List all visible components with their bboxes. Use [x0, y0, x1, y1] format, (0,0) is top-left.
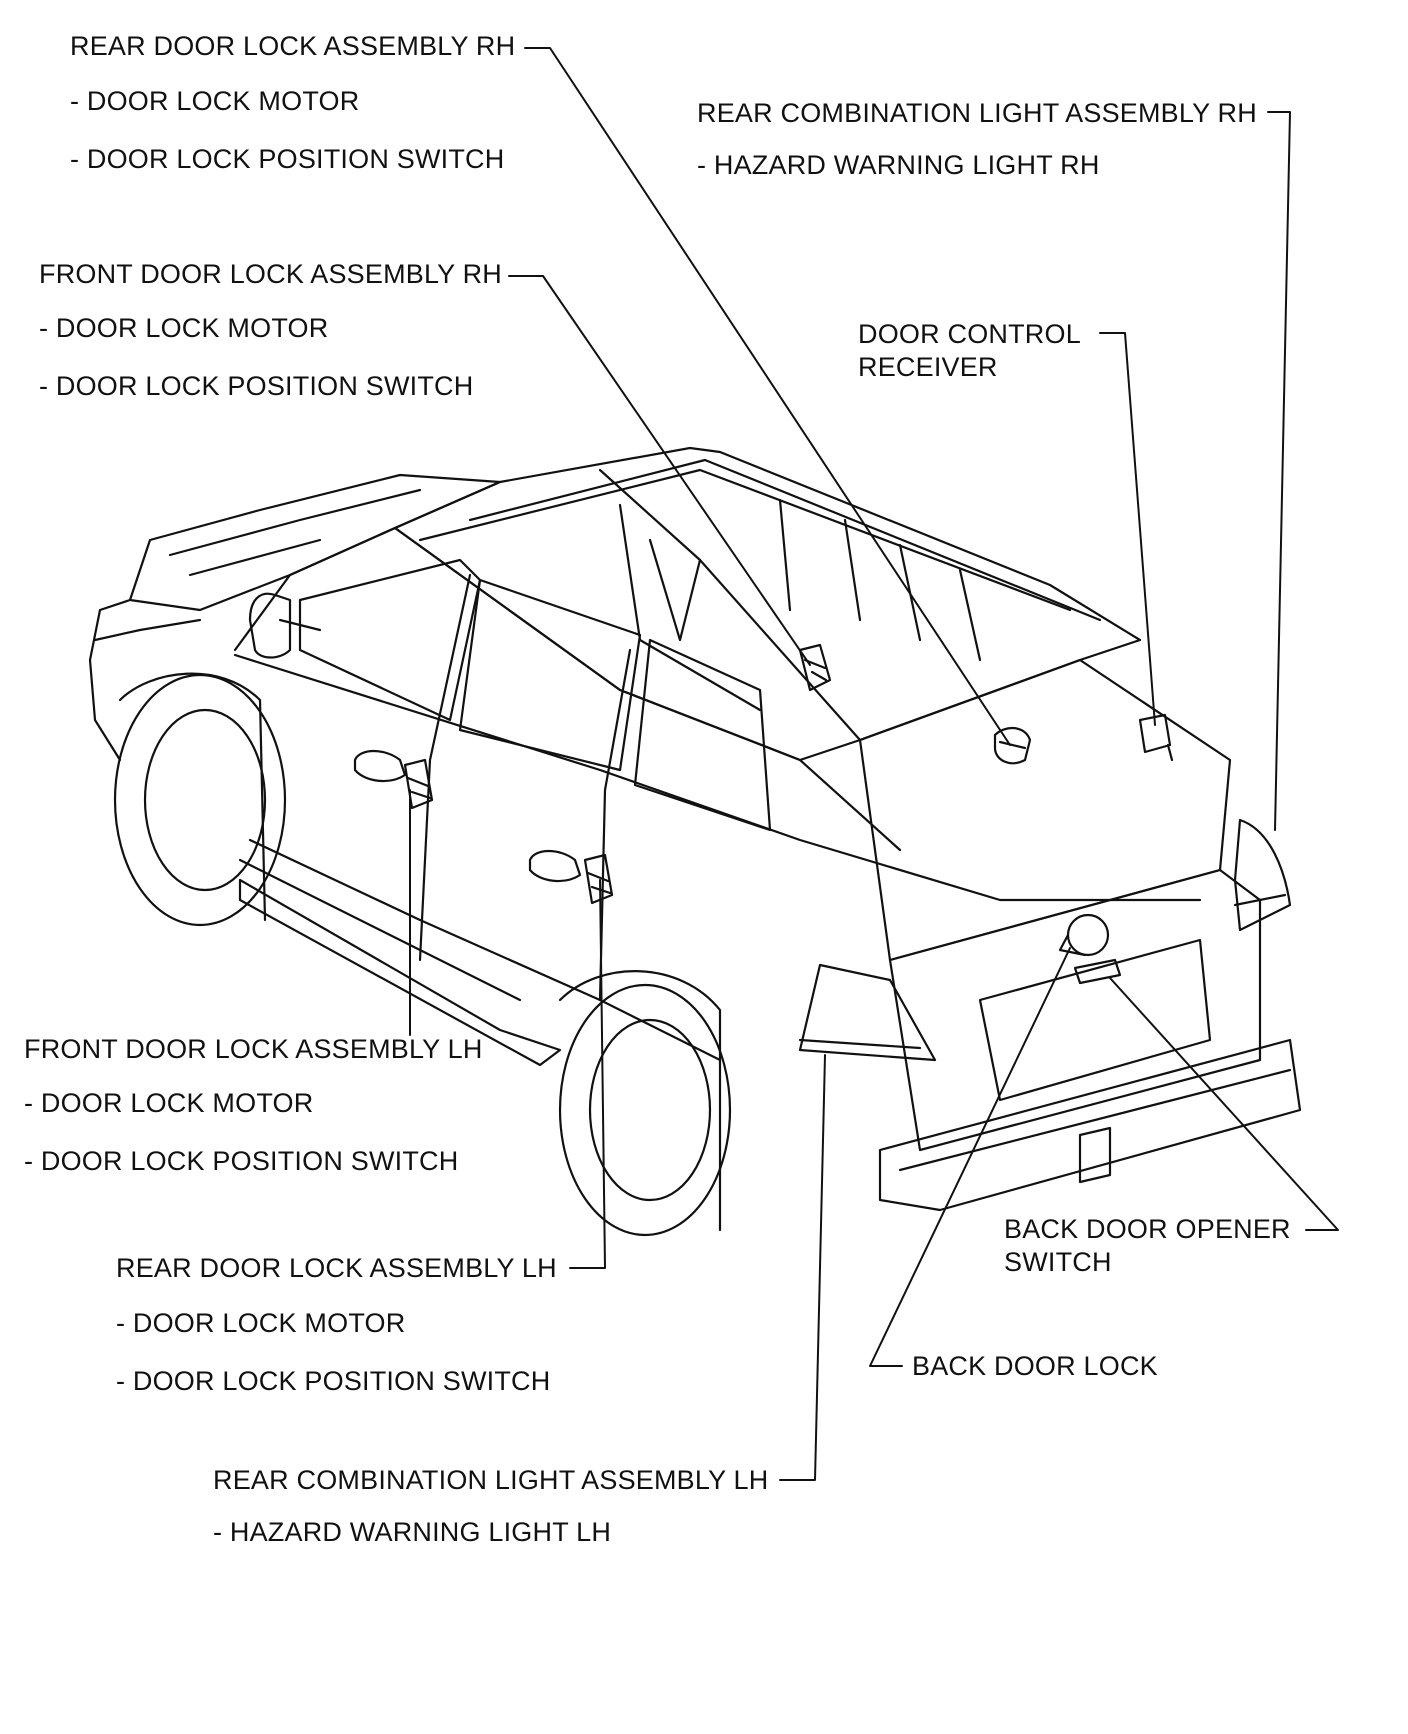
license-plate-recess — [978, 938, 1212, 1102]
leader-front-door-rh — [508, 275, 811, 666]
front-door-window — [298, 558, 482, 722]
back-door-opener-line1: BACK DOOR OPENER — [1004, 1214, 1291, 1244]
rear-door-window — [458, 578, 642, 772]
roof-rail-left — [418, 468, 1072, 612]
body-side-upper — [233, 526, 902, 852]
door-control-receiver-line1: DOOR CONTROL — [858, 319, 1081, 349]
rear-bumper — [878, 1038, 1302, 1212]
leader-rear-door-rh — [524, 47, 1011, 746]
leader-rear-combo-rh — [1267, 111, 1291, 831]
rear-combo-lh-title: REAR COMBINATION LIGHT ASSEMBLY LH — [213, 1465, 769, 1495]
front-door-lock-rh-switch: - DOOR LOCK POSITION SWITCH — [39, 371, 474, 401]
rear-door-lock-rh-motor: - DOOR LOCK MOTOR — [70, 86, 360, 116]
back-door-opener-line2: SWITCH — [1004, 1247, 1112, 1277]
leader-back-door-lock — [869, 947, 1071, 1367]
leader-lines — [409, 47, 1339, 1481]
rear-door-handle — [528, 849, 582, 883]
tail-light-rh — [1233, 818, 1292, 932]
back-door-opener-switch-component — [1073, 958, 1122, 985]
rear-combo-rh-hazard: - HAZARD WARNING LIGHT RH — [697, 150, 1100, 180]
rocker — [248, 838, 722, 1062]
front-wheel — [113, 673, 287, 927]
back-door-lock-component — [1058, 913, 1110, 957]
rear-door-lock-rh-switch: - DOOR LOCK POSITION SWITCH — [70, 144, 505, 174]
door-control-receiver-line2: RECEIVER — [858, 352, 998, 382]
front-door-lock-lh-switch: - DOOR LOCK POSITION SWITCH — [24, 1146, 459, 1176]
roof-rail-right — [468, 458, 1102, 622]
front-door-handle — [353, 749, 407, 783]
front-fascia — [88, 598, 132, 762]
hood — [128, 473, 502, 612]
leader-rear-door-lh — [569, 879, 606, 1269]
rear-door-lock-rh-component — [993, 727, 1032, 765]
front-door-lock-lh-title: FRONT DOOR LOCK ASSEMBLY LH — [24, 1034, 483, 1064]
quarter-window — [633, 638, 772, 832]
rear-wheel — [558, 983, 732, 1237]
tailgate — [888, 868, 1262, 1152]
back-door-lock-title: BACK DOOR LOCK — [912, 1351, 1158, 1381]
rear-combo-rh-title: REAR COMBINATION LIGHT ASSEMBLY RH — [697, 98, 1257, 128]
front-door-lock-rh-title: FRONT DOOR LOCK ASSEMBLY RH — [39, 259, 503, 289]
leader-back-door-opener — [1109, 977, 1339, 1231]
rear-door-lock-rh-title: REAR DOOR LOCK ASSEMBLY RH — [70, 31, 516, 61]
leader-rear-combo-lh — [779, 1054, 826, 1481]
rear-window — [858, 658, 1232, 962]
side-mirror — [248, 592, 292, 659]
rear-door-lock-lh-title: REAR DOOR LOCK ASSEMBLY LH — [116, 1253, 557, 1283]
leader-door-control-receiver — [1099, 332, 1156, 726]
front-door-lock-rh-motor: - DOOR LOCK MOTOR — [39, 313, 329, 343]
hitch — [1078, 1126, 1112, 1184]
rear-combo-lh-hazard: - HAZARD WARNING LIGHT LH — [213, 1517, 612, 1547]
front-door-lock-rh-component — [798, 643, 832, 692]
door-control-receiver-component — [1138, 713, 1174, 762]
running-board — [238, 878, 562, 1067]
belt-line — [233, 653, 1202, 902]
rear-door-lock-lh-motor: - DOOR LOCK MOTOR — [116, 1308, 406, 1338]
tail-light-lh — [798, 963, 937, 1062]
rear-door-lock-lh-switch: - DOOR LOCK POSITION SWITCH — [116, 1366, 551, 1396]
rear-door-lock-lh-component — [583, 853, 614, 905]
front-door-lock-lh-motor: - DOOR LOCK MOTOR — [24, 1088, 314, 1118]
